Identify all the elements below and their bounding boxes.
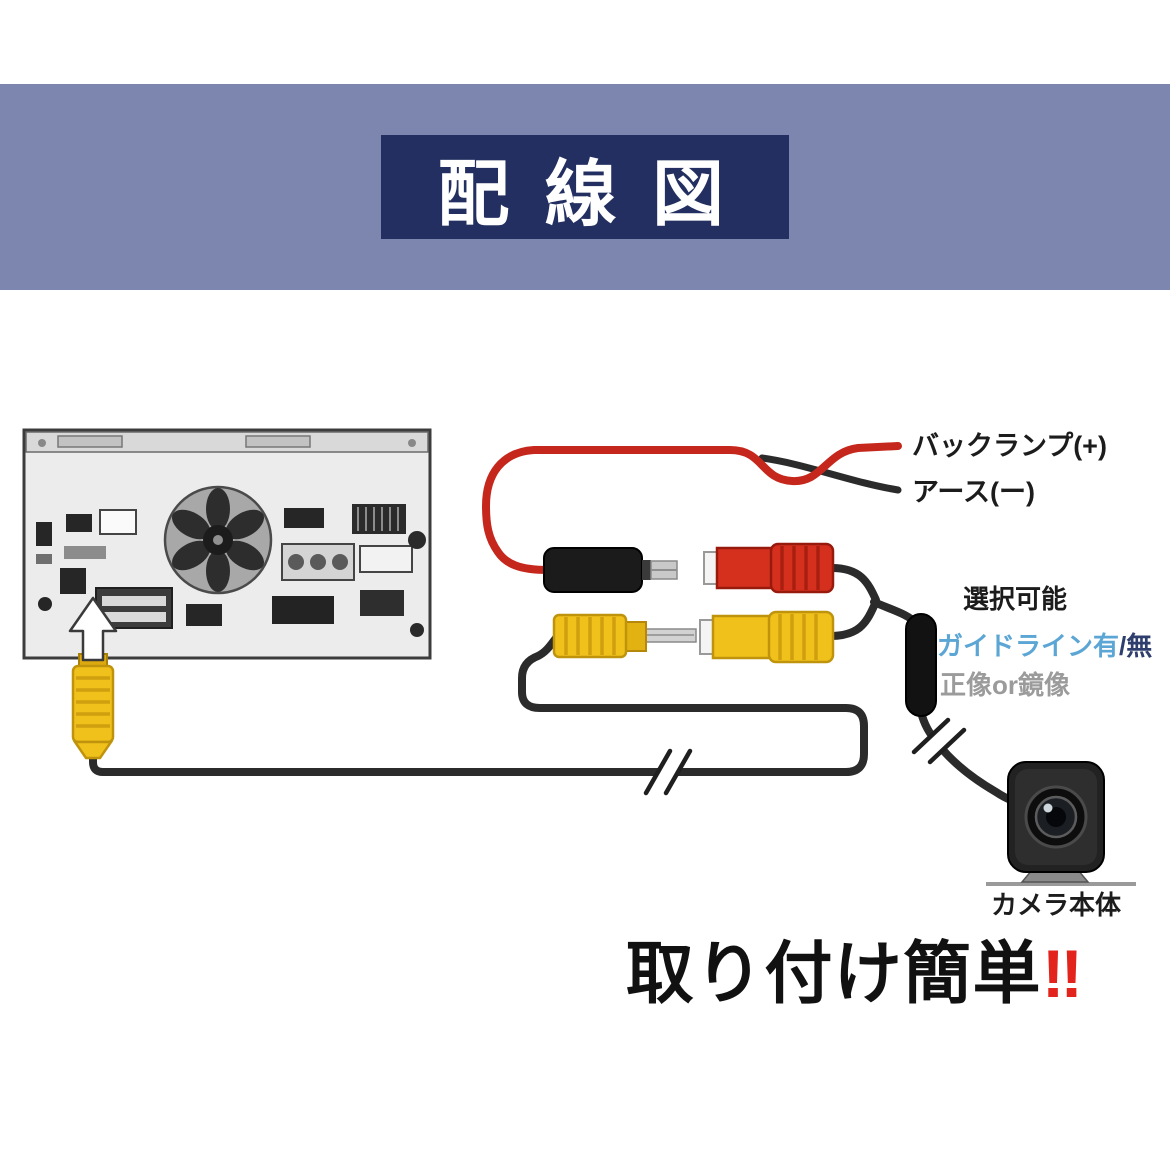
camera-power-lead [828,564,880,604]
double-exclamation-icon: ‼ [1041,936,1085,1012]
insert-arrow-icon [68,596,118,662]
title-banner: 配 線 図 [0,84,1170,290]
cable-break-right-icon [911,717,967,765]
easy-install-caption: 取り付け簡単‼ [545,918,1165,1017]
title-box: 配 線 図 [381,135,789,239]
rca-connector-yellow-female [699,610,835,664]
ground-label: アース(ー) [912,477,1036,507]
rca-connector-yellow-male [552,613,697,659]
camera-video-lead [826,602,878,640]
fan-blades-icon [172,488,264,592]
guideline-option-label: ガイドライン有/無 [937,631,1153,662]
backlamp-label: バックランプ(+) [912,431,1107,461]
video-extension-cable [89,634,868,776]
page-title: 配 線 図 [437,154,733,235]
ground-wire [758,454,902,494]
camera-body-label: カメラ本体 [991,890,1122,920]
inline-selector-unit [905,613,937,717]
backlamp-power-wire [481,442,902,574]
guideline-option-suffix: /無 [1119,631,1153,661]
image-mode-label: 正像or鏡像 [940,670,1071,700]
guideline-option-main: ガイドライン有 [937,631,1120,661]
selectable-label: 選択可能 [963,584,1068,614]
camera-illustration [986,761,1136,886]
dc-power-plug [543,547,678,593]
easy-install-text: 取り付け簡単 [625,936,1042,1012]
cable-break-left-icon [643,743,693,801]
rca-connector-red-female [703,542,835,594]
